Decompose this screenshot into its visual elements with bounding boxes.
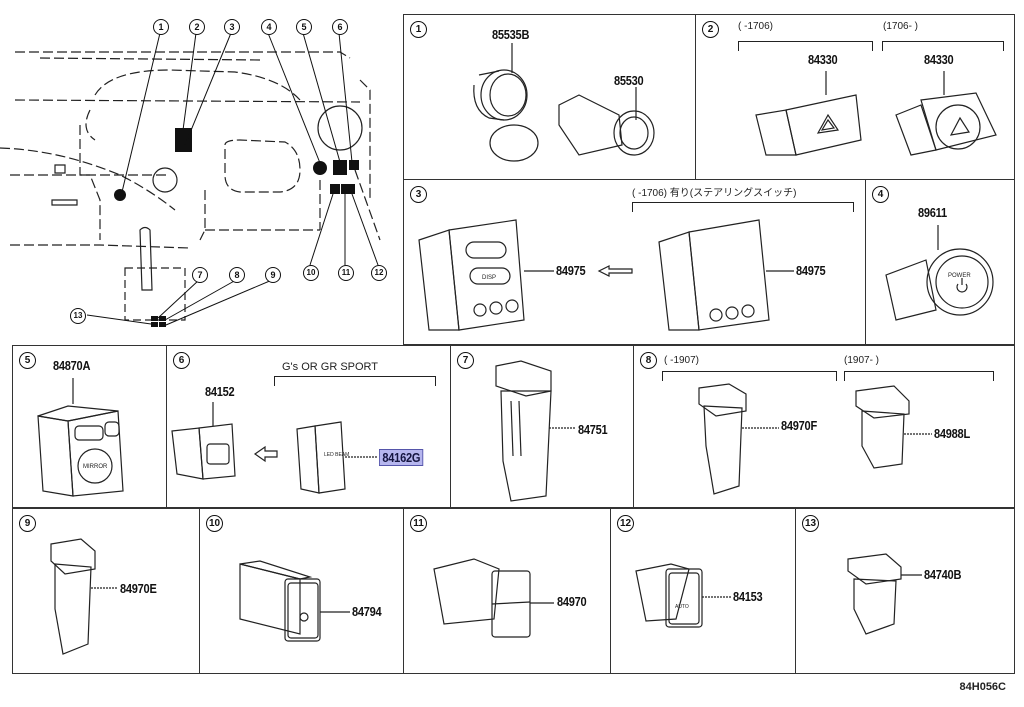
part-number-84970[interactable]: 84970 bbox=[557, 594, 587, 609]
panel-1-cigarette-lighter: 1 85535B 85530 bbox=[403, 14, 696, 180]
panel-11-seat-heater-switch: 11 84970 bbox=[403, 508, 611, 674]
vsc-switch-drawing bbox=[451, 346, 635, 509]
diagram-code: 84H056C bbox=[959, 681, 1006, 693]
leveling-switch-drawing: LED BEAM bbox=[167, 346, 452, 509]
seat-heater-switch-drawing bbox=[404, 509, 612, 675]
panel-5-mirror-switch: 5 84870A MIRROR bbox=[12, 345, 167, 508]
overview-callout-3: 3 bbox=[224, 19, 240, 35]
switch-13-drawing bbox=[796, 509, 1016, 675]
part-number-85535B[interactable]: 85535B bbox=[492, 27, 530, 42]
overview-callout-11: 11 bbox=[338, 265, 354, 281]
panel-index: 5 bbox=[19, 352, 36, 369]
panel-index: 3 bbox=[410, 186, 427, 203]
panel-index: 8 bbox=[640, 352, 657, 369]
date-range-label: (1907- ) bbox=[844, 355, 880, 366]
overview-callout-4: 4 bbox=[261, 19, 277, 35]
part-number-84153[interactable]: 84153 bbox=[733, 589, 763, 604]
overview-callout-5: 5 bbox=[296, 19, 312, 35]
dashboard-drawing bbox=[0, 0, 400, 327]
part-number-89611[interactable]: 89611 bbox=[918, 205, 947, 220]
part-number-84751[interactable]: 84751 bbox=[578, 422, 608, 437]
panel-index: 10 bbox=[206, 515, 223, 532]
overview-callout-7: 7 bbox=[192, 267, 208, 283]
panel-9-switch: 9 84970E bbox=[12, 508, 200, 674]
panel-index: 9 bbox=[19, 515, 36, 532]
panel-index: 13 bbox=[802, 515, 819, 532]
part-number-84330[interactable]: 84330 bbox=[808, 52, 838, 67]
overview-callout-6: 6 bbox=[332, 19, 348, 35]
part-number-84975[interactable]: 84975 bbox=[556, 263, 586, 278]
meter-switch-drawing: DISP bbox=[404, 180, 867, 346]
panel-index: 6 bbox=[173, 352, 190, 369]
group-bracket bbox=[662, 371, 837, 381]
part-number-84988L[interactable]: 84988L bbox=[934, 426, 970, 441]
part-number-84794[interactable]: 84794 bbox=[352, 604, 382, 619]
part-number-84152[interactable]: 84152 bbox=[205, 384, 235, 399]
panel-7-vsc-off-switch: 7 84751 bbox=[450, 345, 634, 508]
hazard-switch-drawing bbox=[696, 15, 1016, 181]
part-number-84970F[interactable]: 84970F bbox=[781, 418, 817, 433]
auto-face-label: AUTO bbox=[675, 604, 689, 610]
panel-index: 2 bbox=[702, 21, 719, 38]
panel-3-meter-control-switch: 3 ( -1706) 有り(ステアリングスイッチ) 84975 84975 DI… bbox=[403, 179, 866, 345]
mirror-face-label: MIRROR bbox=[83, 464, 108, 470]
group-bracket bbox=[882, 41, 1004, 51]
led-beam-face-label: LED BEAM bbox=[324, 452, 349, 458]
part-number-84970E[interactable]: 84970E bbox=[120, 581, 157, 596]
date-range-label: ( -1907) bbox=[664, 355, 700, 366]
panel-index: 4 bbox=[872, 186, 889, 203]
switch-9-drawing bbox=[13, 509, 201, 675]
power-face-label: POWER bbox=[948, 273, 971, 279]
auto-light-switch-drawing: AUTO bbox=[611, 509, 797, 675]
panel-2-hazard-switch: 2 ( -1706) (1706- ) 84330 84330 bbox=[695, 14, 1015, 180]
part-number-85530[interactable]: 85530 bbox=[614, 73, 644, 88]
overview-callout-9: 9 bbox=[265, 267, 281, 283]
group-bracket bbox=[844, 371, 994, 381]
panel-index: 12 bbox=[617, 515, 634, 532]
panel-8-switch-group: 8 ( -1907) (1907- ) 84970F 84988L bbox=[633, 345, 1015, 508]
part-number-84975[interactable]: 84975 bbox=[796, 263, 826, 278]
overview-callout-12: 12 bbox=[371, 265, 387, 281]
part-number-84330[interactable]: 84330 bbox=[924, 52, 954, 67]
steering-switch-note: ( -1706) 有り(ステアリングスイッチ) bbox=[632, 188, 797, 199]
date-range-label: (1706- ) bbox=[883, 21, 919, 32]
date-range-label: ( -1706) bbox=[738, 21, 774, 32]
power-switch-drawing: POWER bbox=[866, 180, 1016, 346]
part-number-84870A[interactable]: 84870A bbox=[53, 358, 91, 373]
mirror-switch-drawing: MIRROR bbox=[13, 346, 168, 509]
panel-4-power-switch: 4 89611 POWER bbox=[865, 179, 1015, 345]
panel-13-switch: 13 84740B bbox=[795, 508, 1015, 674]
panel-10-rear-fog-switch: 10 84794 bbox=[199, 508, 404, 674]
part-number-84740B[interactable]: 84740B bbox=[924, 567, 962, 582]
group-bracket bbox=[274, 376, 436, 386]
grade-note: G's OR GR SPORT bbox=[282, 361, 379, 373]
disp-label: DISP bbox=[482, 275, 496, 281]
overview-callout-1: 1 bbox=[153, 19, 169, 35]
panel-index: 7 bbox=[457, 352, 474, 369]
panel-12-auto-light-switch: 12 84153 AUTO bbox=[610, 508, 796, 674]
overview-callout-8: 8 bbox=[229, 267, 245, 283]
overview-callout-10: 10 bbox=[303, 265, 319, 281]
switch-group-drawing bbox=[634, 346, 1016, 509]
fog-switch-drawing bbox=[200, 509, 405, 675]
panel-index: 1 bbox=[410, 21, 427, 38]
part-number-84162G[interactable]: 84162G bbox=[379, 449, 424, 466]
overview-callout-2: 2 bbox=[189, 19, 205, 35]
panel-6-headlamp-leveling-switch: 6 G's OR GR SPORT 84152 84162G LED BEAM bbox=[166, 345, 451, 508]
group-bracket bbox=[738, 41, 873, 51]
overview-callout-13: 13 bbox=[70, 308, 86, 324]
group-bracket bbox=[632, 202, 854, 212]
dashboard-overview: 1 2 3 4 5 6 7 8 9 10 11 12 13 bbox=[0, 0, 400, 340]
panel-index: 11 bbox=[410, 515, 427, 532]
lighter-socket-drawing bbox=[404, 15, 697, 181]
